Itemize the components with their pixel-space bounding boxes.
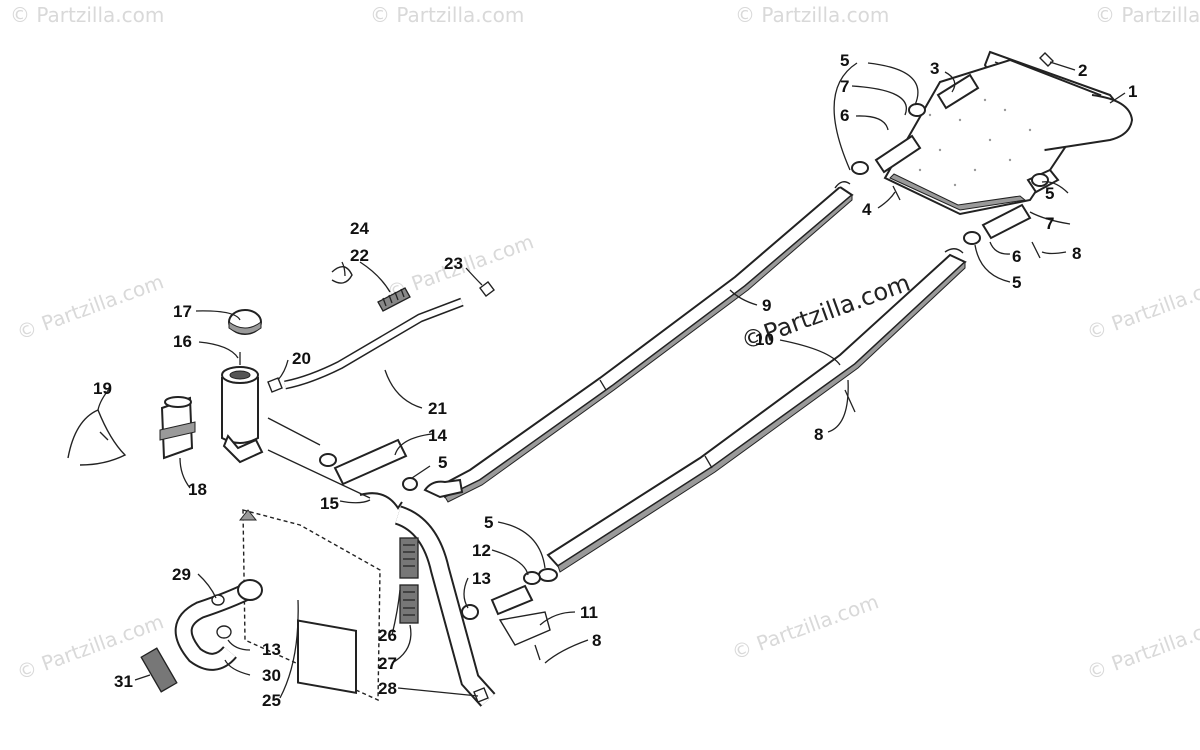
- callout-24: 24: [350, 219, 369, 238]
- callout-7: 7: [1045, 214, 1054, 233]
- callout-8: 8: [1072, 244, 1081, 263]
- callout-21: 21: [428, 399, 447, 418]
- callout-25: 25: [262, 691, 281, 710]
- callout-23: 23: [444, 254, 463, 273]
- bottom-left-hose: [140, 579, 263, 693]
- callout-17: 17: [173, 302, 192, 321]
- radiator-panel: [238, 509, 381, 702]
- watermark: © Partzilla.com: [370, 3, 524, 27]
- watermark: © Partzilla.com: [1084, 269, 1200, 344]
- callout-6: 6: [1012, 247, 1021, 266]
- watermark: © Partzilla.com: [1084, 609, 1200, 684]
- lower-fittings: [461, 584, 551, 661]
- watermark: © Partzilla.com: [10, 3, 164, 27]
- callout-11: 11: [580, 603, 598, 622]
- callout-7: 7: [840, 77, 849, 96]
- callout-18: 18: [188, 480, 207, 499]
- callout-4: 4: [862, 200, 872, 219]
- callout-14: 14: [428, 426, 447, 445]
- callout-5: 5: [840, 51, 849, 70]
- callout-9: 9: [762, 296, 771, 315]
- callout-19: 19: [93, 379, 112, 398]
- callout-5: 5: [1045, 184, 1054, 203]
- callout-13: 13: [262, 640, 281, 659]
- watermark: © Partzilla.com: [14, 609, 167, 684]
- callout-12: 12: [472, 541, 491, 560]
- callout-10: 10: [755, 330, 774, 349]
- overflow-hose: [267, 266, 495, 393]
- callout-6: 6: [840, 106, 849, 125]
- callout-15: 15: [320, 494, 339, 513]
- callout-28: 28: [378, 679, 397, 698]
- callout-20: 20: [292, 349, 311, 368]
- callout-30: 30: [262, 666, 281, 685]
- callout-8: 8: [592, 631, 601, 650]
- callout-26: 26: [378, 626, 397, 645]
- callout-3: 3: [930, 59, 939, 78]
- leader-lines: [97, 61, 1126, 699]
- heat-exchanger-lower: [523, 248, 967, 585]
- front-hoses: [267, 417, 496, 707]
- watermark: © Partzilla.com: [1095, 3, 1200, 27]
- callout-5: 5: [438, 453, 447, 472]
- heat-exchanger-upper: [423, 181, 854, 503]
- coolant-reservoir: [67, 309, 264, 466]
- callout-1: 1: [1128, 82, 1137, 101]
- callout-27: 27: [378, 654, 397, 673]
- callout-5: 5: [1012, 273, 1021, 292]
- callout-29: 29: [172, 565, 191, 584]
- callout-8: 8: [814, 425, 823, 444]
- watermark: © Partzilla.com: [729, 589, 882, 664]
- rear-heat-exchanger: [851, 50, 1134, 259]
- callout-2: 2: [1078, 61, 1087, 80]
- callout-numbers: 1 2 3 4 5 5 5 5 5 6 6 7 7 8 8 8 9 10 11 …: [93, 51, 1137, 710]
- watermark: © Partzilla.com: [735, 3, 889, 27]
- callout-31: 31: [114, 672, 133, 691]
- watermark: © Partzilla.com: [14, 269, 167, 344]
- spring-hoses: [399, 537, 419, 624]
- callout-13: 13: [472, 569, 491, 588]
- callout-16: 16: [173, 332, 192, 351]
- callout-22: 22: [350, 246, 369, 265]
- callout-5: 5: [484, 513, 493, 532]
